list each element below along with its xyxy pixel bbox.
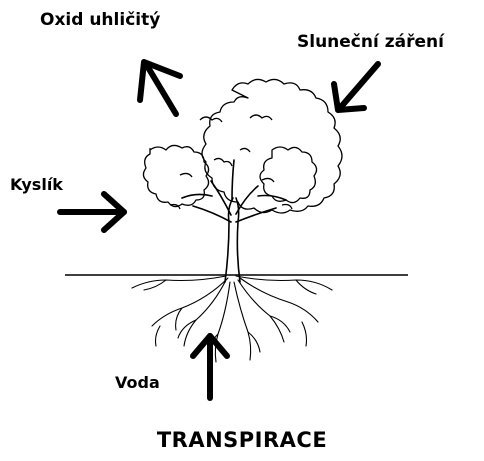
arrow-water-up [193,336,227,398]
diagram-title: TRANSPIRACE [0,428,484,452]
arrow-oxygen-out [60,194,124,230]
label-oxygen: Kyslík [10,175,63,194]
arrow-sunlight-in [334,64,378,110]
tree-canopy [143,79,342,213]
arrow-co2-out [140,62,180,114]
label-water: Voda [115,373,160,392]
label-sunlight: Sluneční záření [297,32,444,52]
label-carbon-dioxide: Oxid uhličitý [40,10,160,30]
tree-roots [132,276,332,362]
